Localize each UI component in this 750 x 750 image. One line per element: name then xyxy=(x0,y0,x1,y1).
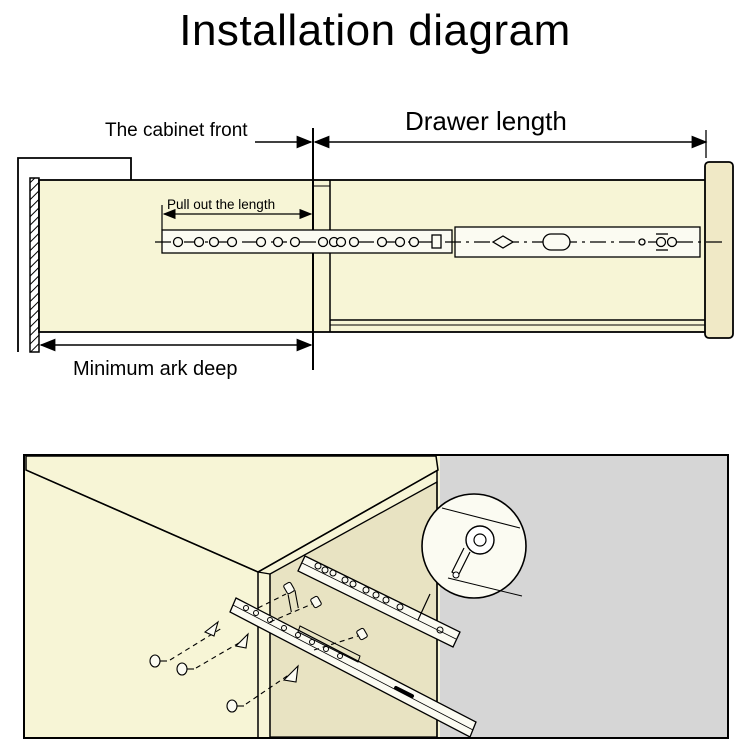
label-cabinet-front: The cabinet front xyxy=(105,120,248,141)
drawer-front xyxy=(704,161,734,339)
screw-icon xyxy=(149,581,368,713)
screw-paths xyxy=(169,593,359,705)
cabinet-body xyxy=(38,179,314,333)
magnified-detail-circle xyxy=(417,493,527,621)
label-minimum-ark-deep: Minimum ark deep xyxy=(73,358,238,380)
label-drawer-length: Drawer length xyxy=(405,106,567,136)
rail-holes xyxy=(172,233,678,251)
page-title: Installation diagram xyxy=(179,6,571,55)
upper-slide-rail xyxy=(297,555,461,648)
top-diagram: The cabinet front Drawer length Pull out… xyxy=(17,106,734,380)
cabinet-outline xyxy=(17,157,132,352)
label-pull-out-length: Pull out the length xyxy=(167,197,275,212)
mount-markers xyxy=(203,620,299,683)
